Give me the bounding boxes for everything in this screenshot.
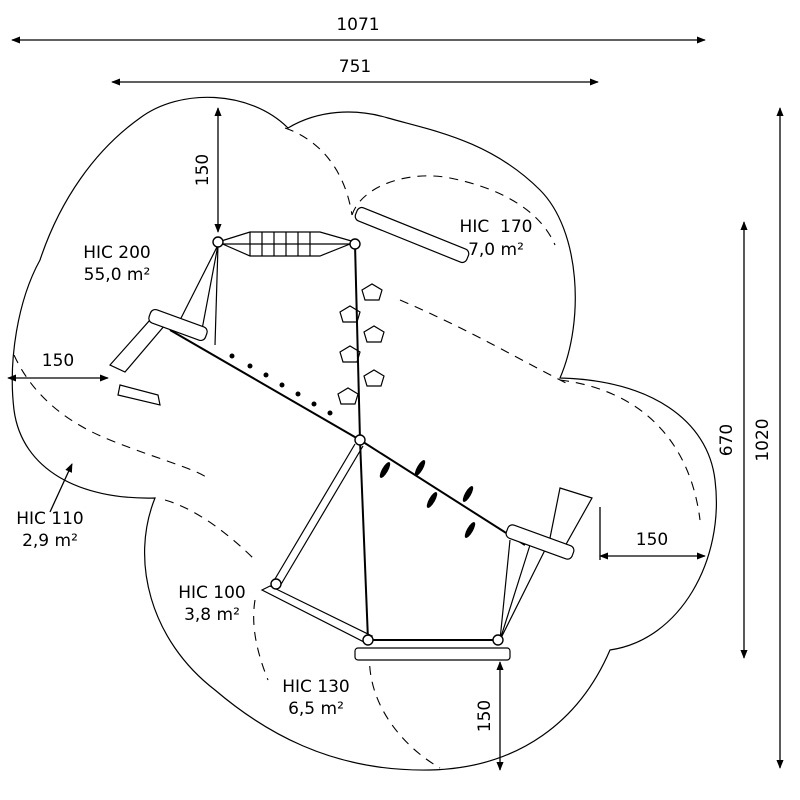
post-bottom-left — [362, 634, 374, 646]
zone-hic-value: HIC 130 — [282, 677, 350, 697]
impact-zone-hic100-dashed — [253, 599, 269, 681]
dim-label-left-clearance: 150 — [42, 351, 74, 371]
dimension-bottom-clearance: 150 — [475, 661, 504, 771]
post-bottom-right — [492, 634, 504, 646]
hic110-leader-arrow — [49, 463, 73, 513]
dim-label-inner-height: 670 — [717, 424, 737, 456]
post-top-mid — [349, 238, 361, 250]
dim-label-inner-width: 751 — [339, 57, 371, 77]
zone-hic-value: HIC 110 — [16, 509, 84, 529]
dimension-overall-width: 1071 — [11, 15, 706, 44]
post-lower-left — [270, 578, 282, 590]
impact-zone-hic200-dashed — [284, 127, 353, 216]
dimension-left-clearance: 150 — [7, 351, 109, 382]
dimension-inner-width: 751 — [111, 57, 599, 86]
impact-zone-hic110-dashed — [164, 499, 256, 561]
zone-hic-value: HIC 170 — [460, 217, 533, 237]
dimension-top-clearance: 150 — [193, 107, 222, 233]
post-center — [354, 434, 366, 446]
zone-hic-value: HIC 200 — [83, 243, 151, 263]
zone-hic-value: HIC 100 — [178, 583, 246, 603]
zone-label-hic110: HIC 110 2,9 m² — [16, 509, 84, 551]
dimension-right-clearance: 150 — [599, 507, 706, 560]
dimension-overall-height: 1020 — [753, 107, 784, 769]
impact-zone-left-dashed — [13, 354, 211, 481]
post-top-left — [212, 236, 224, 248]
impact-zone-beam-dashed — [399, 299, 571, 386]
zone-area-value: 2,9 m² — [22, 531, 78, 551]
dim-label-top-clearance: 150 — [193, 154, 213, 186]
zone-area-value: 55,0 m² — [84, 265, 151, 285]
zone-label-hic170: HIC 170 7,0 m² — [460, 217, 533, 260]
dim-label-overall-height: 1020 — [753, 418, 773, 461]
zone-label-hic200: HIC 200 55,0 m² — [83, 243, 151, 285]
dim-label-right-clearance: 150 — [636, 530, 668, 550]
dimension-inner-height: 670 — [717, 221, 748, 659]
dim-label-overall-width: 1071 — [336, 15, 379, 35]
zone-label-hic100: HIC 100 3,8 m² — [178, 583, 246, 625]
zone-area-value: 3,8 m² — [184, 605, 240, 625]
safety-zone-outline — [11, 96, 717, 771]
impact-zone-hic130-dashed — [368, 649, 441, 769]
impact-zone-hic170-dashed — [351, 175, 556, 246]
zone-area-value: 6,5 m² — [288, 699, 344, 719]
dim-label-bottom-clearance: 150 — [475, 700, 495, 732]
zone-area-value: 7,0 m² — [468, 240, 524, 260]
zone-label-hic130: HIC 130 6,5 m² — [282, 677, 350, 719]
equipment-structure — [109, 206, 593, 661]
